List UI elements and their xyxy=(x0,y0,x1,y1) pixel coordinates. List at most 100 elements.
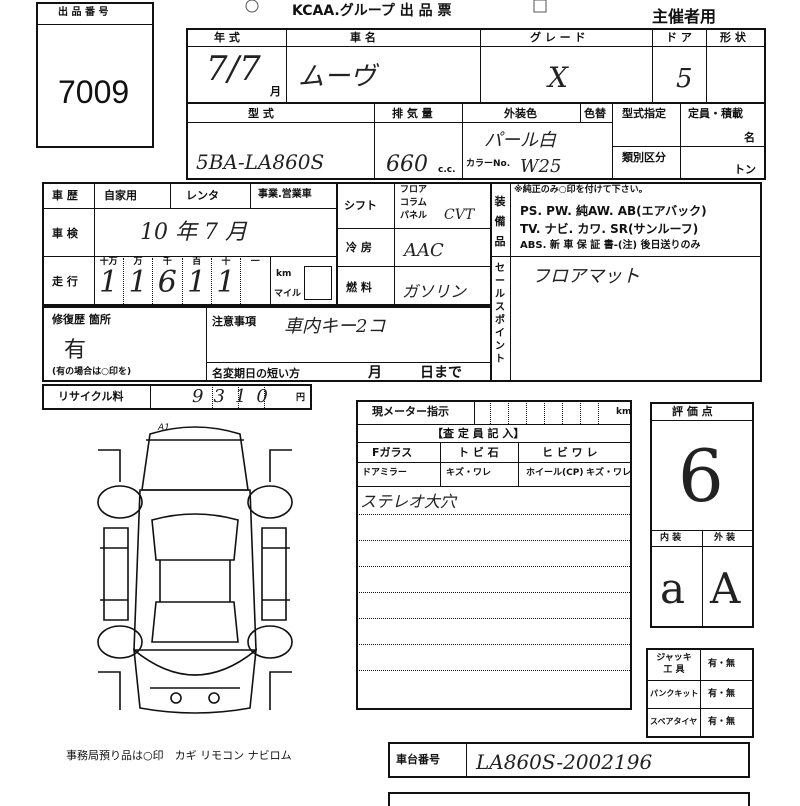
puncture-option[interactable]: 有・無 xyxy=(708,689,736,699)
shift-floor: フロア xyxy=(400,185,428,195)
notes-label: 注意事項 xyxy=(212,315,256,328)
digit-header: 百 xyxy=(192,257,202,267)
year-value: 7/7 xyxy=(206,49,261,89)
category-label: 類別区分 xyxy=(622,151,666,164)
exterior-label: 外 装 xyxy=(714,533,736,543)
equipment-line2: TV. ナビ. カワ. SR(サンルーフ) xyxy=(520,222,699,236)
organizer-label: 主催者用 xyxy=(652,7,717,26)
chassis-block xyxy=(388,742,750,778)
puncture-label: パンクキット xyxy=(650,689,699,698)
diagram-mark: A1 xyxy=(158,423,170,433)
displacement-unit: c.c. xyxy=(438,165,456,175)
grade-score: 6 xyxy=(678,434,724,518)
shift-column: コラム xyxy=(400,198,427,208)
repair-value: 有 xyxy=(64,338,87,363)
mileage-digits: 1 1 6 1 1 xyxy=(94,268,270,298)
vehicle-info-table xyxy=(186,28,766,180)
mileage-unit-km: km xyxy=(276,269,292,279)
type-designation-label: 型式指定 xyxy=(622,107,666,120)
sales-point-label: セールスポイント xyxy=(495,263,505,365)
car-name-value: ムーヴ xyxy=(298,62,377,92)
mileage-digit-headers: 十万 万 千 百 十 一 xyxy=(94,258,270,267)
jack-label: ジャッキ 工 具 xyxy=(656,653,692,675)
repair-label: 修復歴 箇所 xyxy=(52,313,111,326)
door-label: ド ア xyxy=(666,31,692,44)
digit-header: 一 xyxy=(250,257,260,267)
interior-value: a xyxy=(660,564,686,613)
name-change-day: 日まで xyxy=(420,365,462,381)
header-logo-marks xyxy=(245,0,547,13)
aircon-label: 冷 房 xyxy=(346,241,372,254)
mileage-unit-mile: マイル xyxy=(274,289,302,299)
interior-label: 内 装 xyxy=(660,533,682,543)
inspector-title: 【査 定 員 記 入】 xyxy=(432,427,525,440)
equipment-line1: PS. PW. 純AW. AB(エアバック) xyxy=(520,204,707,218)
color-no-value: W25 xyxy=(520,156,562,177)
capacity-label: 定員・積載 xyxy=(688,107,743,120)
inspector-block xyxy=(356,400,632,710)
year-label: 年 式 xyxy=(214,31,240,44)
scratch-label: キズ・ワレ xyxy=(446,468,492,478)
office-note: 事務局預り品は○印 カギ リモコン ナビロム xyxy=(66,749,292,762)
load-unit: トン xyxy=(734,163,756,176)
chip-label: ト ビ 石 xyxy=(458,446,499,459)
fuel-value: ガソリン xyxy=(402,282,467,301)
capacity-unit: 名 xyxy=(744,131,755,144)
jack-option[interactable]: 有・無 xyxy=(708,659,736,669)
grade-value: X xyxy=(548,61,568,94)
meter-unit: km xyxy=(616,407,632,417)
equipment-note: ※純正のみ○印を付けて下さい。 xyxy=(514,185,648,195)
car-name-label: 車 名 xyxy=(350,31,376,44)
year-suffix: 月 xyxy=(270,85,281,98)
equipment-label: 装備品 xyxy=(494,195,506,248)
lot-number-label: 出 品 番 号 xyxy=(58,7,109,18)
model-value: 5BA-LA860S xyxy=(196,150,325,174)
spare-option[interactable]: 有・無 xyxy=(708,717,736,727)
inspector-comment: ステレオ大穴 xyxy=(360,492,457,511)
shaken-value: 10 年 7 月 xyxy=(140,220,247,245)
color-no-label: カラーNo. xyxy=(466,159,511,169)
glass-label: Fガラス xyxy=(372,446,413,459)
digit-header: 万 xyxy=(133,257,143,267)
equipment-line3: ABS. 新 車 保 証 書-(注) 後日送りのみ xyxy=(520,240,701,251)
shift-value: CVT xyxy=(444,207,475,223)
displacement-value: 660 xyxy=(386,152,428,177)
grade-label-box: 評 価 点 xyxy=(672,405,713,418)
fuel-label: 燃 料 xyxy=(346,281,372,294)
door-value: 5 xyxy=(676,64,693,94)
name-change-month: 月 xyxy=(368,365,382,381)
mileage-checkbox[interactable] xyxy=(304,266,332,300)
model-label: 型 式 xyxy=(248,107,274,120)
color-label: 外装色 xyxy=(504,107,537,120)
body-type-label: 形 状 xyxy=(720,31,746,44)
name-change-label: 名変期日の短い方 xyxy=(212,367,300,380)
recycle-unit: 円 xyxy=(296,393,306,403)
spare-label: スペアタイヤ xyxy=(650,717,698,726)
meter-label: 現メーター指示 xyxy=(372,405,449,418)
recycle-label: リサイクル料 xyxy=(58,390,124,403)
grade-label: グ レ ー ド xyxy=(530,31,586,44)
recycle-value: 9310 xyxy=(192,386,278,407)
group-title: KCAA.グループ 出 品 票 xyxy=(292,3,452,19)
color-change-label: 色替 xyxy=(584,107,606,120)
bottom-partial-row xyxy=(388,792,750,806)
mileage-digit: 1 xyxy=(99,265,119,300)
history-business: 事業.営業車 xyxy=(258,189,312,200)
mileage-label: 走 行 xyxy=(52,275,78,288)
chassis-label: 車台番号 xyxy=(396,753,440,766)
mileage-digit: 6 xyxy=(157,265,177,300)
digit-header: 十 xyxy=(221,257,231,267)
sales-point-value: フロアマット xyxy=(532,266,640,287)
shift-label: シフト xyxy=(344,199,377,212)
digit-header: 千 xyxy=(162,257,172,267)
lot-number-box xyxy=(36,2,154,148)
digit-header: 十万 xyxy=(99,257,118,267)
mileage-digit: 1 xyxy=(128,265,148,300)
shift-panel: パネル xyxy=(400,211,428,221)
mileage-digit: 1 xyxy=(216,265,236,300)
wheel-label: ホイール(CP) xyxy=(526,468,584,478)
crack-label: ヒ ビ ワ レ xyxy=(542,446,598,459)
shaken-label: 車 検 xyxy=(52,227,78,240)
history-label: 車 歴 xyxy=(52,189,78,202)
lot-number-value: 7009 xyxy=(58,74,130,110)
